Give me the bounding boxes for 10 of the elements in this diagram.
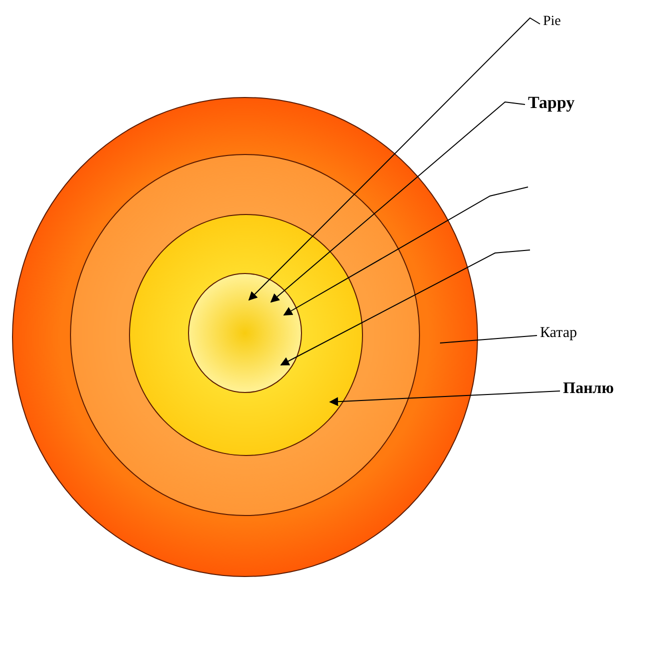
leader-arrow xyxy=(283,186,528,316)
leader-arrow xyxy=(280,250,530,366)
leader-arrow xyxy=(248,17,540,301)
leader-line xyxy=(440,335,538,344)
leader-arrow xyxy=(270,101,526,303)
callout-label: Тарру xyxy=(528,94,575,111)
callout-label: Pie xyxy=(543,15,561,29)
callout-label: Катар xyxy=(540,326,577,341)
callout-label: Панлю xyxy=(563,381,614,397)
leader-arrow xyxy=(329,390,560,406)
